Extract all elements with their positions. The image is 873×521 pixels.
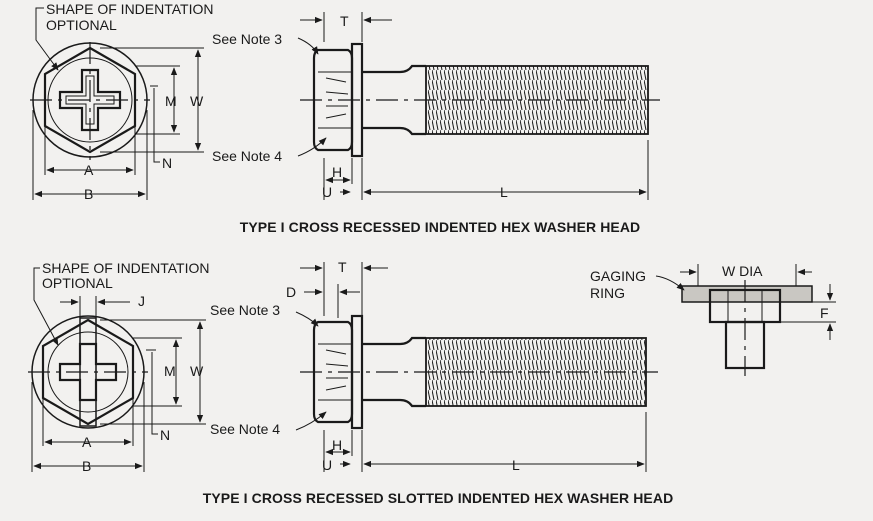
top-note4: See Note 4 (212, 148, 282, 164)
dim-label-f: F (820, 305, 829, 321)
top-end-view (30, 7, 204, 200)
dim-label-t: T (338, 259, 347, 275)
dim-label-u: U (322, 457, 332, 473)
dim-label-h: H (332, 437, 342, 453)
dim-label-u: U (322, 184, 332, 200)
top-note3: See Note 3 (212, 31, 282, 47)
dim-label-n: N (162, 155, 172, 171)
top-shape-note-line1: SHAPE OF INDENTATION (46, 1, 214, 17)
top-shape-note-line2: OPTIONAL (46, 17, 117, 33)
dim-label-w: W (190, 93, 204, 109)
bottom-shape-note-line1: SHAPE OF INDENTATION (42, 260, 210, 276)
gaging-label-line2: RING (590, 285, 625, 301)
top-caption: TYPE I CROSS RECESSED INDENTED HEX WASHE… (240, 219, 641, 235)
dim-label-t: T (340, 13, 349, 29)
bottom-figure: SHAPE OF INDENTATION OPTIONAL J M W N A … (28, 259, 673, 506)
bottom-side-view (295, 262, 658, 472)
dim-label-d: D (286, 284, 296, 300)
dim-label-w: W (190, 363, 204, 379)
gaging-label-line1: GAGING (590, 268, 646, 284)
dim-label-l: L (500, 184, 508, 200)
bottom-note3: See Note 3 (210, 302, 280, 318)
bottom-end-view (28, 267, 206, 472)
bottom-shape-note-line2: OPTIONAL (42, 275, 113, 291)
dim-label-m: M (165, 93, 177, 109)
cross-recess-icon (58, 68, 122, 132)
bottom-note4: See Note 4 (210, 421, 280, 437)
dim-label-w-dia: W DIA (722, 263, 763, 279)
cross-recess-icon (58, 342, 118, 402)
dim-label-h: H (332, 164, 342, 180)
dim-label-n: N (160, 427, 170, 443)
dim-label-m: M (164, 363, 176, 379)
dim-label-a: A (82, 434, 92, 450)
bottom-caption: TYPE I CROSS RECESSED SLOTTED INDENTED H… (203, 490, 674, 506)
dim-label-j: J (138, 293, 145, 309)
top-side-view (297, 12, 660, 200)
dim-label-b: B (82, 458, 91, 474)
dim-label-b: B (84, 186, 93, 202)
top-figure: SHAPE OF INDENTATION OPTIONAL M W N A B … (30, 1, 660, 235)
dim-label-l: L (512, 457, 520, 473)
gaging-ring-detail: GAGING RING W DIA F (590, 263, 836, 376)
dim-label-a: A (84, 162, 94, 178)
